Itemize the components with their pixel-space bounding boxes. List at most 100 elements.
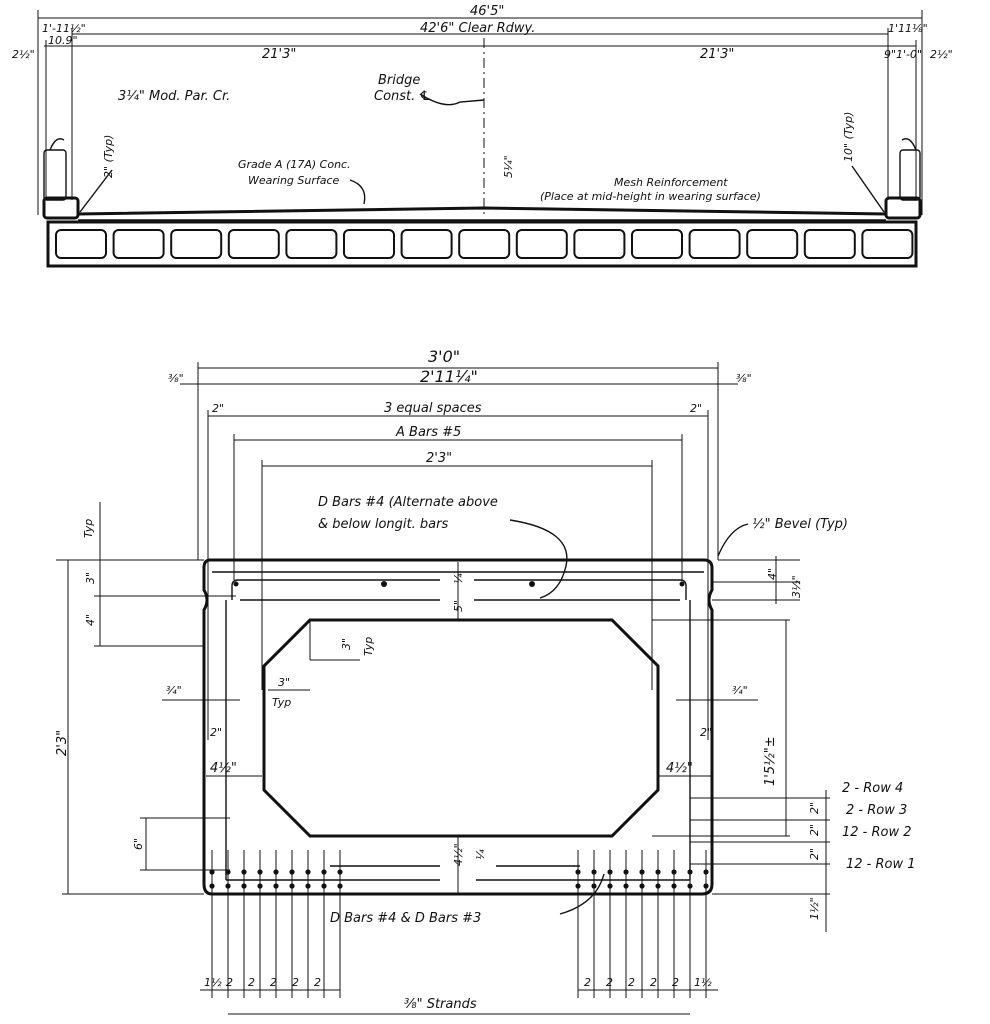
web-2-right: 2" — [700, 726, 712, 739]
strand-dot — [671, 869, 677, 875]
wearing-surface-1: Grade A (17A) Conc. — [238, 158, 351, 171]
left-edge-dim: 2½" — [12, 48, 35, 61]
top-slab: 5" — [452, 600, 465, 612]
strands-note: ⅜" Strands — [404, 997, 477, 1012]
right-rail-dim-b: 1'-0" — [896, 48, 922, 61]
void-width: 2'3" — [426, 451, 452, 466]
left-rail-dim: 10.9" — [48, 34, 78, 47]
strand-spacing-label: 2 — [584, 976, 591, 989]
beam-right-offset: ⅜" — [736, 372, 752, 385]
strand-dot — [591, 883, 597, 889]
box-beam-cell — [227, 229, 280, 259]
strand-dot — [241, 869, 247, 875]
strand-dot — [305, 883, 311, 889]
box-beam-cell — [861, 229, 914, 259]
strand-dot — [623, 869, 629, 875]
d-bars-note-2: & below longit. bars — [318, 517, 448, 532]
strand-spacing-label: 2 — [606, 976, 613, 989]
dim-4: 4" — [84, 614, 97, 626]
box-beam-cell — [515, 229, 568, 259]
top-slab-frac: ¼ — [452, 573, 465, 584]
left-curb — [42, 196, 80, 220]
strand-dot — [703, 883, 709, 889]
box-beam-cell — [688, 229, 741, 259]
chamfer-typb: Typ — [272, 696, 291, 709]
right-curb — [884, 196, 922, 220]
equal-spaces: 3 equal spaces — [384, 401, 482, 416]
bridge-cl-2: Const. ℄ — [374, 89, 431, 104]
bottom-15: 1½" — [808, 897, 821, 920]
beam-depth: 2'3" — [55, 730, 70, 756]
strand-dot — [225, 883, 231, 889]
strand-dot — [241, 883, 247, 889]
left-curb-dim: 1'-11½" — [42, 22, 86, 35]
box-beam-cell — [285, 229, 338, 259]
strand-dot — [623, 883, 629, 889]
chamfer-typ: Typ — [362, 637, 375, 656]
web-45-right: 4½" — [666, 761, 693, 776]
strand-dot — [687, 869, 693, 875]
dim-6: 6" — [132, 838, 145, 850]
box-beam-detail: 3'0" 2'11¼" ⅜" ⅜" 3 equal spaces 2" 2" A… — [55, 347, 916, 1015]
box-beam-cell — [573, 229, 626, 259]
strand-dot — [671, 883, 677, 889]
strand-dot — [225, 869, 231, 875]
half-width-right: 21'3" — [700, 47, 734, 62]
strand-dot — [289, 883, 295, 889]
box-beam-cell — [458, 229, 511, 259]
strand-dot — [273, 883, 279, 889]
strand-dot — [337, 869, 343, 875]
box-beam-cells — [55, 229, 914, 259]
row-3-label: 2 - Row 3 — [846, 803, 907, 818]
strand-dot — [321, 883, 327, 889]
roadway-width: 42'6" Clear Rdwy. — [420, 21, 535, 36]
strand-spacing-label: 2 — [248, 976, 255, 989]
strand-dot — [575, 869, 581, 875]
box-beam-cell — [746, 229, 799, 259]
box-beam-row — [46, 220, 918, 268]
beam-overall-width: 3'0" — [428, 347, 460, 366]
right-4: 4" — [766, 568, 779, 580]
void-depth: 1'5½"± — [763, 736, 778, 786]
web-left: ¾" — [166, 684, 182, 697]
strand-dot — [703, 869, 709, 875]
half-width-left: 21'3" — [262, 47, 296, 62]
bottom-bars-note: D Bars #4 & D Bars #3 — [330, 911, 481, 926]
box-beam-cell — [400, 229, 453, 259]
beam-void — [262, 618, 660, 838]
chamfer-3b: 3" — [278, 676, 290, 689]
box-beam-cell — [170, 229, 223, 259]
box-beam-cell — [55, 229, 107, 259]
right-edge-dim: 2½" — [930, 48, 953, 61]
strand-spacing-label: 1½ — [694, 976, 712, 989]
row-2-label: 12 - Row 2 — [842, 825, 912, 840]
right-rail-dim-a: 9" — [884, 48, 896, 61]
strand-spacing-label: 1½ — [204, 976, 222, 989]
right-typ: 10" (Typ) — [842, 112, 855, 162]
beam-outline — [202, 558, 714, 896]
strand-dot — [591, 869, 597, 875]
wearing-surface-line — [77, 206, 887, 216]
right-curb-dim: 1'11⅛" — [888, 22, 928, 35]
strand-dot — [257, 883, 263, 889]
strand-dot — [209, 883, 215, 889]
strand-dot — [337, 883, 343, 889]
typ-top: Typ — [82, 519, 95, 538]
bottom-slab-frac: ¼ — [474, 849, 487, 860]
mesh-note-2: (Place at mid-height in wearing surface) — [540, 190, 761, 203]
bridge-cross-section: 46'5" 42'6" Clear Rdwy. 1'-11½" 1'11⅛" 2… — [12, 4, 953, 268]
chamfer-3: 3" — [340, 638, 353, 650]
mesh-note-1: Mesh Reinforcement — [614, 176, 728, 189]
strand-dot — [289, 869, 295, 875]
row-dim-1: 2" — [808, 802, 821, 814]
strand-dot — [209, 869, 215, 875]
right-35: 3½" — [790, 575, 803, 598]
web-45-left: 4½" — [210, 761, 237, 776]
strand-dot — [273, 869, 279, 875]
strand-spacing-label: 2 — [650, 976, 657, 989]
strand-dot — [321, 869, 327, 875]
space-left: 2" — [212, 402, 224, 415]
strand-spacing-label: 2 — [270, 976, 277, 989]
web-right: ¾" — [732, 684, 748, 697]
